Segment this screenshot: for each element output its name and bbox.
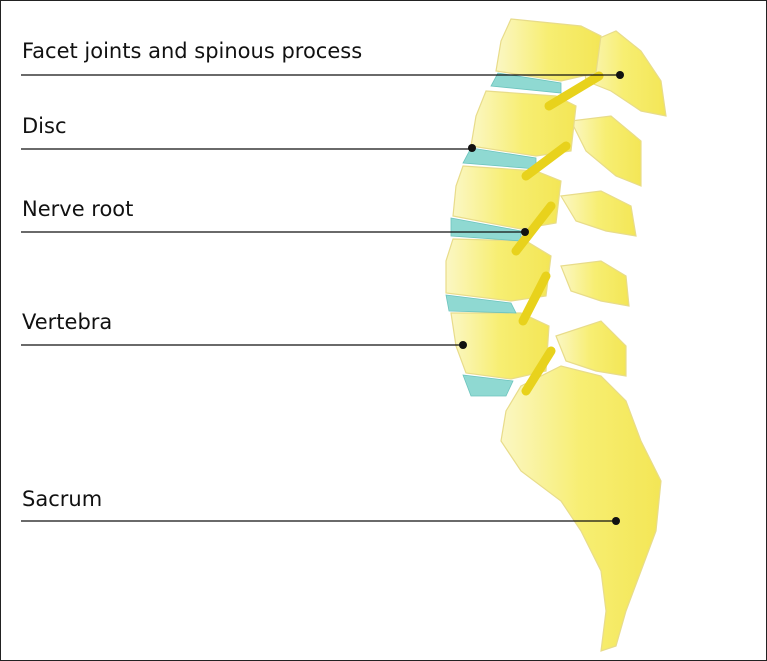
disc-4: [445, 294, 517, 314]
disc-1: [490, 72, 562, 94]
label-facet-joints: Facet joints and spinous process: [22, 39, 363, 63]
nerve-root-3: [511, 201, 556, 256]
sacrum-bone: [500, 365, 662, 652]
spinous-process-5: [555, 320, 627, 377]
spinous-process-4: [560, 260, 630, 307]
spinous-process-2: [570, 115, 642, 187]
nerve-root-4: [518, 271, 551, 326]
marker-dot-facet: [616, 71, 624, 79]
marker-dot-sacrum: [612, 517, 620, 525]
label-nerve-root: Nerve root: [22, 197, 134, 221]
marker-dot-vertebra: [459, 341, 467, 349]
vertebral-body-4: [445, 238, 552, 302]
disc-5: [462, 374, 514, 397]
label-sacrum: Sacrum: [22, 487, 103, 511]
label-disc: Disc: [22, 114, 67, 138]
nerve-root-5: [521, 346, 556, 396]
spinous-process-3: [560, 190, 637, 237]
nerve-root-1: [544, 71, 604, 111]
nerve-root-2: [521, 141, 571, 181]
label-vertebra: Vertebra: [22, 310, 113, 334]
marker-dot-nerve: [521, 228, 529, 236]
marker-dot-disc: [468, 144, 476, 152]
vertebral-body-1: [495, 18, 602, 82]
